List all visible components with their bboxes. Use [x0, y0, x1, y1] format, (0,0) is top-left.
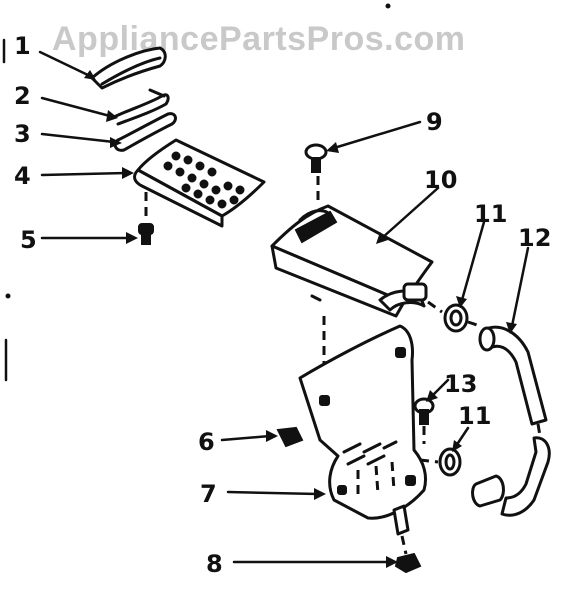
callout-1: 1: [14, 32, 31, 60]
callout-6: 6: [198, 428, 215, 456]
part-3-strip: [113, 112, 177, 152]
callout-7: 7: [200, 480, 217, 508]
part-11-upper-clamp: [427, 300, 481, 333]
callout-2: 2: [14, 82, 31, 110]
callout-11-upper: 11: [474, 200, 507, 228]
part-1-cap: [90, 46, 167, 90]
part-11-lower-clamp: [419, 447, 462, 477]
part-13-screw: [413, 397, 435, 444]
scan-artifacts: [2, 3, 391, 382]
part-10-paddle: [270, 204, 434, 318]
part-5-screw: [138, 192, 154, 245]
part-9-screw: [304, 143, 328, 173]
callout-11-lower: 11: [458, 402, 491, 430]
watermark-text: AppliancePartsPros.com: [52, 20, 466, 58]
callout-4: 4: [14, 162, 31, 190]
part-6-grommet: [276, 426, 304, 448]
callout-12: 12: [518, 224, 551, 252]
part-12-tube: [478, 325, 551, 517]
part-4-grill: [133, 138, 266, 228]
callout-labels: 1 2 3 4 5 6 7 8 9 10 11 12 13 11: [14, 32, 551, 578]
leader-lines: [38, 50, 530, 568]
callout-8: 8: [206, 550, 223, 578]
part-7-bracket: [298, 324, 428, 536]
part-2-clip: [110, 88, 170, 126]
connector-sleeve: [471, 474, 505, 508]
callout-5: 5: [20, 226, 37, 254]
callout-3: 3: [14, 120, 31, 148]
callout-10: 10: [424, 166, 457, 194]
callout-9: 9: [426, 108, 443, 136]
part-8-plug: [394, 535, 422, 574]
grill-holes: [163, 151, 245, 209]
callout-13: 13: [444, 370, 477, 398]
